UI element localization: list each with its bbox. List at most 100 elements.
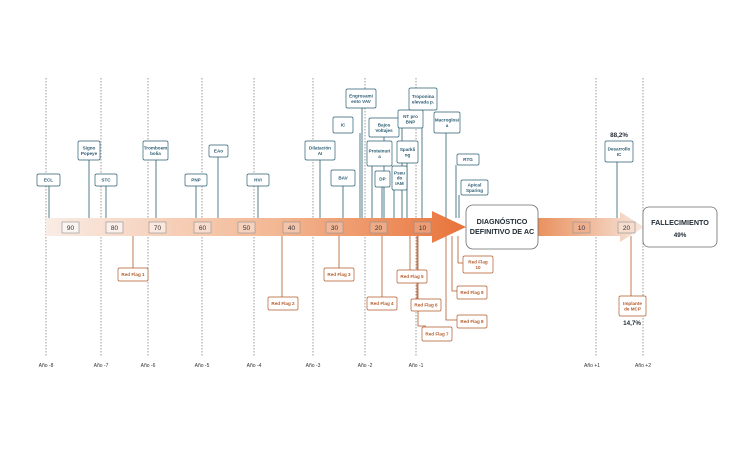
label-box-text: Macroglosi [435, 118, 459, 123]
year-label: Año -7 [94, 363, 109, 369]
death-percent: 49% [674, 232, 687, 239]
label-box-text: bolia [150, 151, 161, 156]
label-box-text: ng [405, 152, 411, 157]
label-box-text: Troponina [412, 94, 435, 99]
scale-number: 20 [623, 225, 631, 232]
label-box-rf6: Red Flag 6 [410, 298, 442, 312]
year-label: Año -8 [39, 363, 54, 369]
scale-number: 10 [578, 225, 586, 232]
label-box-text: Sparing [466, 188, 483, 193]
label-box-rf4: Red Flag 4 [366, 296, 398, 311]
label-box-text: STC [101, 178, 111, 183]
label-box-text: BNP [406, 119, 416, 124]
label-box-text: Red Flag 9 [460, 290, 484, 295]
label-box-text: Tromboem [144, 146, 167, 151]
death-label: FALLECIMIENTO [651, 218, 709, 227]
desarrollo-ic-percent: 88,2% [610, 132, 628, 139]
label-box-pnp: PNP [184, 173, 208, 187]
label-box-text: Sparkli [400, 147, 415, 152]
label-box-text: elevada p. [412, 99, 434, 104]
year-label: Año -4 [247, 363, 262, 369]
year-label: Año -1 [409, 363, 424, 369]
diagnosis-box: DIAGNÓSTICO DEFINITIVO DE AC [465, 204, 539, 250]
scale-number: 20 [375, 225, 383, 232]
label-box-text: Proteinuri [369, 149, 391, 154]
post-diagnosis-arrow [538, 212, 644, 242]
label-box-text: Red Flag 6 [414, 303, 438, 308]
year-label: Año +1 [584, 363, 600, 369]
label-box-stc: STC [94, 173, 118, 187]
year-labels: Año -8 Año -7 Año -6 Año -5 Año -4 Año -… [39, 363, 652, 369]
main-timeline-arrow [46, 211, 466, 243]
label-box-hvi: HVI [246, 173, 270, 187]
scale-number: 50 [243, 225, 251, 232]
label-box-text: Signo [83, 146, 96, 151]
label-box-text: Red Flag 4 [370, 301, 394, 306]
label-box-text: Bajos [378, 123, 391, 128]
label-box-rf5: Red Flag 5 [396, 269, 428, 284]
year-label: Año -2 [358, 363, 373, 369]
label-box-text: Pseu [394, 170, 405, 175]
label-box-eao: EAo [208, 144, 229, 158]
label-box-text: NT pro [403, 114, 418, 119]
label-box-text: Implante [623, 301, 642, 306]
scale-number: 10 [419, 225, 427, 232]
label-box-rf3: Red Flag 3 [323, 267, 355, 282]
label-box-text: Red Flag 2 [271, 301, 295, 306]
label-box-rf2: Red Flag 2 [267, 296, 299, 311]
label-box-text: PNP [191, 178, 200, 183]
label-box-text: Red Flag 3 [327, 272, 351, 277]
label-box-text: RTG [463, 157, 473, 162]
label-box-text: Red Flag 5 [400, 274, 424, 279]
label-box-text: Voltajes [375, 128, 393, 133]
diagnosis-line-1: DIAGNÓSTICO [477, 217, 528, 226]
label-box-text: a [446, 123, 449, 128]
label-box-text: 10 [475, 265, 481, 270]
year-label: Año +2 [635, 363, 651, 369]
year-label: Año -6 [141, 363, 156, 369]
label-box-text: DP [379, 177, 385, 182]
label-box-rf8: Red Flag 8 [456, 314, 488, 329]
label-box-text: Popeye [81, 151, 98, 156]
label-box-text: do [397, 176, 403, 181]
label-box-text: IC [617, 152, 622, 157]
label-box-text: EAo [214, 149, 223, 154]
red-flag-boxes: Red Flag 1 Red Flag 2 Red Flag 3 Red Flag 4… [117, 255, 647, 342]
scale-number: 60 [199, 225, 207, 232]
label-box-text: Red Flag [468, 260, 488, 265]
label-box-text: Engrosami [349, 94, 373, 99]
label-box-text: Red Flag 7 [425, 332, 449, 337]
label-box-text: IAM [395, 181, 404, 186]
label-box-text: Apical [468, 183, 482, 188]
blue-event-boxes: ECLSignoPopeyeSTCTromboemboliaPNPEAoHVID… [36, 87, 634, 196]
scale-number: 80 [111, 225, 119, 232]
label-box-rf1: Red Flag 1 [117, 267, 149, 282]
label-box-text: AI [318, 151, 323, 156]
label-box-text: IC [341, 123, 346, 128]
label-box-text: a [378, 154, 381, 159]
scale-number: 30 [331, 225, 339, 232]
year-label: Año -5 [195, 363, 210, 369]
blue-connectors [48, 108, 618, 218]
scale-number: 90 [67, 225, 75, 232]
label-box-text: Red Flag 1 [121, 272, 145, 277]
death-box: FALLECIMIENTO 49% [642, 206, 718, 248]
label-box-text: ento VAV [351, 99, 372, 104]
label-box-rf9: Red Flag 9 [456, 285, 488, 300]
label-box-text: Dilatación [309, 146, 331, 151]
scale-number: 70 [154, 225, 162, 232]
label-box-text: HVI [254, 178, 262, 183]
scale-number: 40 [288, 225, 296, 232]
